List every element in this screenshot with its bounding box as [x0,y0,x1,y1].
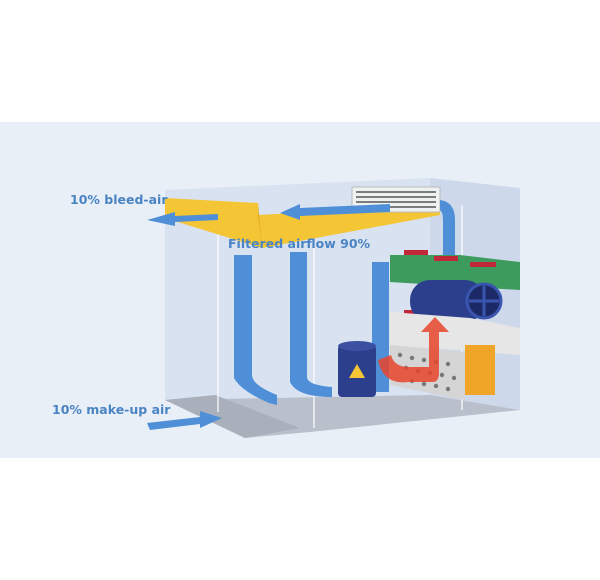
airflow-arrows [147,200,455,430]
bleed-air-label: 10% bleed-air [70,192,168,207]
orange-frame [465,345,495,395]
make-up-air-label: 10% make-up air [52,402,171,417]
warning-triangle-icon [349,364,365,378]
down-arrow-1 [234,255,277,405]
down-arrow-2 [290,252,332,397]
duct-side [258,203,262,248]
make-up-air-arrow [147,411,222,430]
return-arrow [280,204,390,220]
heat-flow-arrow [378,317,449,383]
filtered-airflow-label: Filtered airflow 90% [228,236,371,251]
white-filter [390,312,520,355]
floor-shade [165,395,300,438]
bleed-air-arrow [147,212,218,226]
duct-down-arrow [440,200,455,260]
fan-drum [410,280,485,322]
